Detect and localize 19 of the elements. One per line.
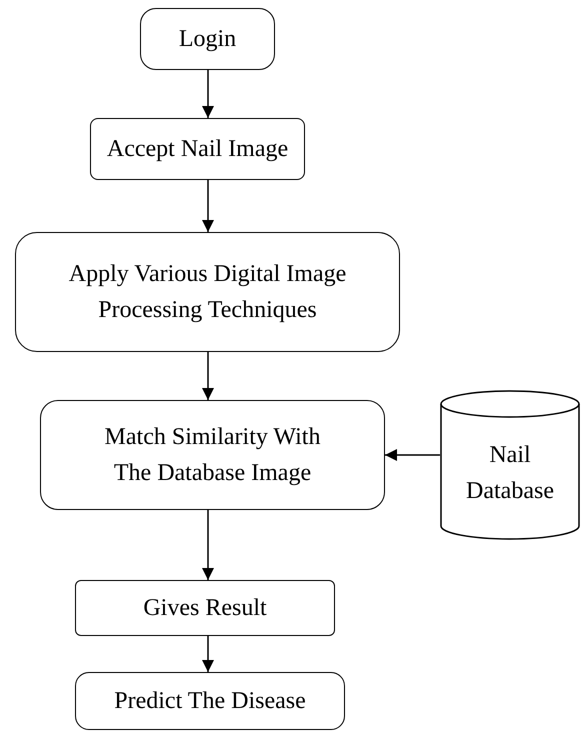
- node-label: Login: [178, 25, 236, 54]
- arrow: [202, 180, 214, 232]
- node-label: Gives Result: [143, 594, 267, 623]
- node-label: Predict The Disease: [114, 687, 306, 716]
- node-label: Accept Nail Image: [106, 135, 288, 164]
- node-label: Nail Database: [465, 441, 555, 506]
- arrow: [202, 636, 214, 672]
- arrow: [385, 449, 440, 461]
- process-box: [75, 672, 345, 730]
- node-label: Match Similarity With The Database Image: [104, 423, 322, 488]
- arrow: [202, 70, 214, 118]
- arrow: [202, 510, 214, 580]
- process-box: [15, 232, 400, 352]
- arrow: [202, 352, 214, 400]
- process-box: [90, 118, 305, 180]
- process-box: [40, 400, 385, 510]
- process-box: [140, 8, 275, 70]
- node-label: Apply Various Digital Image Processing Techniques: [68, 260, 348, 325]
- process-box: [75, 580, 335, 636]
